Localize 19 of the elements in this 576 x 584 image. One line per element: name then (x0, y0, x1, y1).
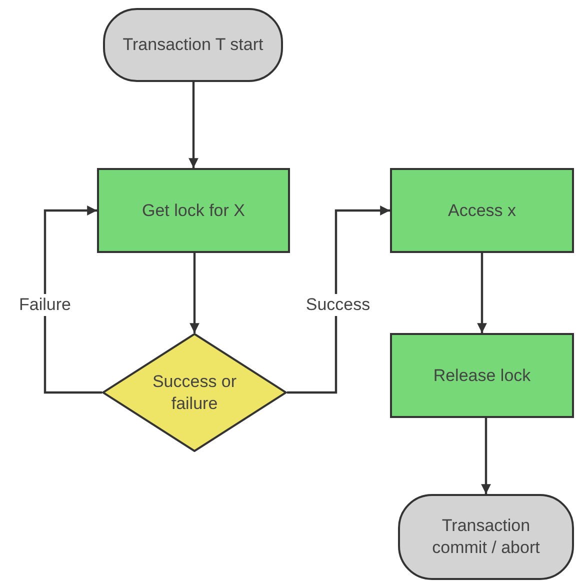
arrow (44, 206, 102, 394)
arrow (287, 206, 390, 394)
node-text: Release lock (433, 364, 531, 386)
arrow (188, 82, 198, 168)
edge-label: Failure (17, 294, 73, 316)
node-text: Transaction T start (122, 34, 264, 56)
node-text: Success or failure (151, 370, 238, 414)
process-box (97, 168, 290, 253)
node-text: Transaction commit / abort (431, 515, 541, 559)
decision-diamond (102, 333, 287, 452)
arrow (477, 253, 487, 333)
edge-label: Success (304, 294, 372, 316)
arrow (481, 418, 491, 494)
process-box (390, 168, 574, 253)
terminal-node (398, 494, 574, 580)
node-text: Access x (448, 200, 516, 222)
process-box (390, 333, 574, 418)
node-text: Get lock for X (142, 200, 245, 222)
arrow (190, 253, 200, 333)
